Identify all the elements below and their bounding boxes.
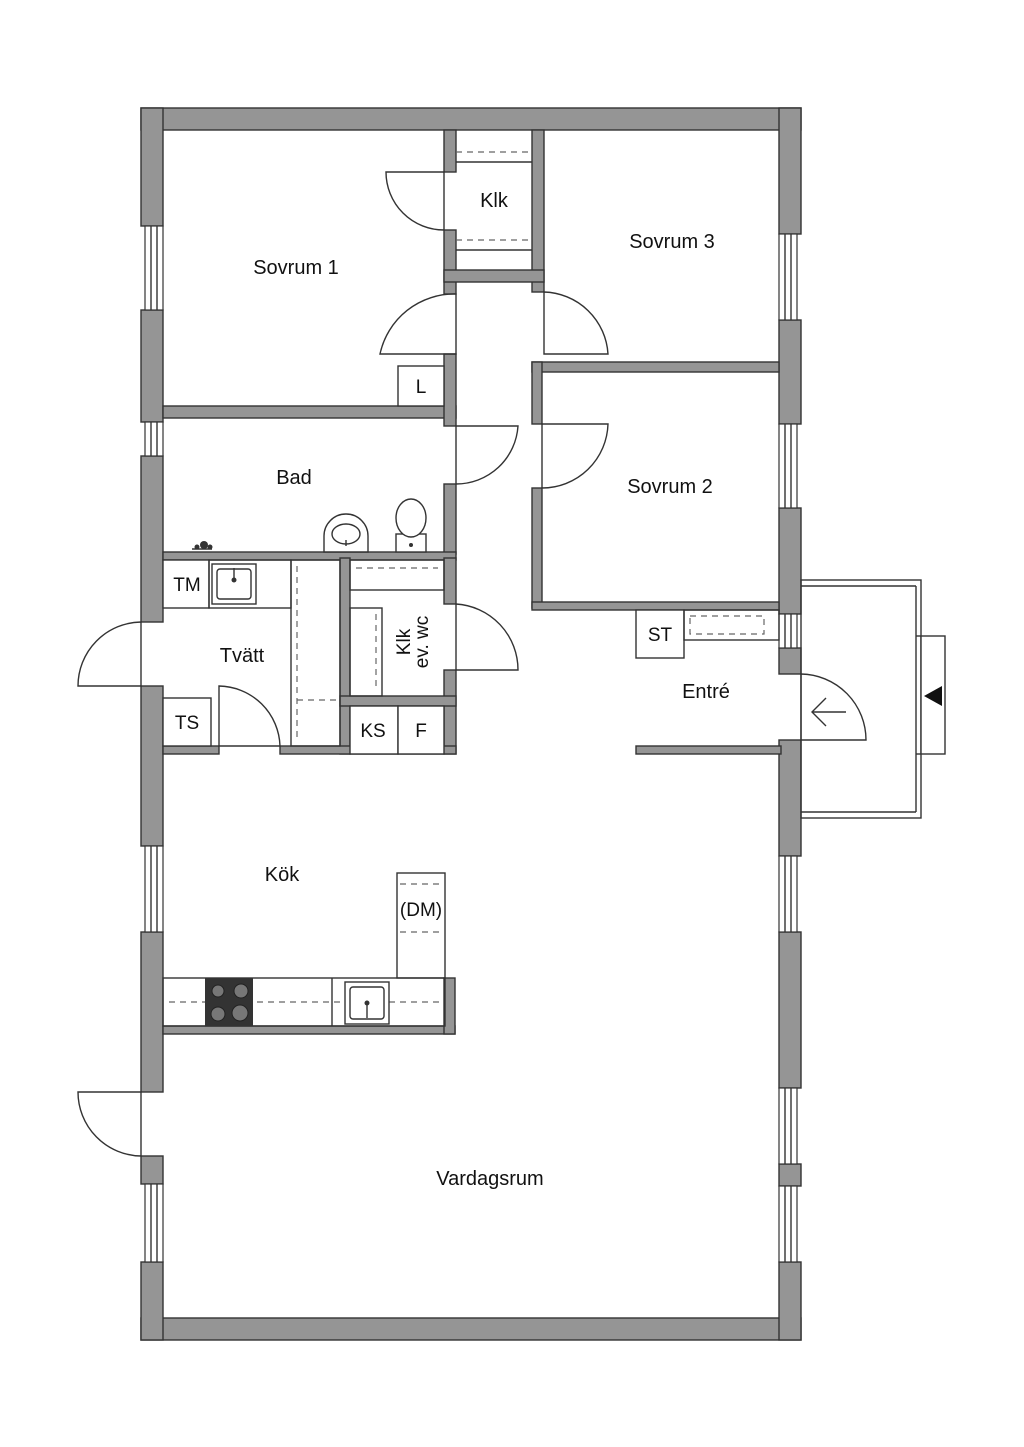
kitchen-counter: [162, 977, 446, 1027]
door-tvatt-interior: [218, 685, 281, 747]
window-vardagsrum-right1: [778, 855, 798, 933]
fixture-label-dm: (DM): [400, 900, 442, 921]
room-label-vardagsrum: Vardagsrum: [436, 1168, 543, 1190]
shoe-storage-st: [635, 609, 685, 659]
toilet-icon: [395, 498, 427, 553]
fixture-label-ks: KS: [360, 721, 385, 742]
window-vardagsrum-right2: [778, 1087, 798, 1165]
window-bad: [144, 421, 164, 457]
room-label-sovrum1: Sovrum 1: [253, 257, 339, 279]
fixture-labels: L TM TS KS F ST (DM): [173, 377, 672, 921]
door-vardagsrum: [77, 1091, 142, 1157]
window-entre: [778, 613, 798, 649]
kitchen-sink-icon: [344, 981, 390, 1025]
door-sovrum3: [543, 291, 609, 355]
window-kok: [144, 845, 164, 933]
bathroom-sink-icon: [323, 513, 369, 553]
cooktop-icon: [205, 978, 253, 1026]
exterior-walls: [140, 107, 802, 1341]
washing-machine: [162, 559, 210, 609]
room-label-klk-wc-line1: Klk: [394, 628, 415, 655]
window-sovrum3: [778, 233, 798, 321]
fixture-label-l: L: [416, 377, 427, 398]
room-labels: Sovrum 1 Klk Sovrum 3 Sovrum 2 Bad Tvätt…: [220, 190, 730, 1190]
door-sovrum2: [541, 423, 609, 489]
fixtures: [162, 151, 780, 1027]
room-label-tvatt: Tvätt: [220, 645, 265, 667]
freezer-f: [397, 705, 445, 755]
room-label-sovrum2: Sovrum 2: [627, 476, 713, 498]
door-klk: [385, 171, 445, 231]
room-label-kok: Kök: [265, 864, 300, 886]
window-sovrum1: [144, 225, 164, 311]
room-label-entre: Entré: [682, 681, 730, 703]
arrow-left-icon: [811, 697, 846, 727]
door-tvatt-exterior: [77, 621, 142, 687]
window-sovrum2: [778, 423, 798, 509]
fixture-label-st: ST: [648, 625, 673, 646]
doors: [77, 171, 867, 1157]
entry-porch: [800, 579, 946, 819]
door-entre: [800, 673, 867, 741]
door-sovrum1: [379, 293, 457, 355]
entrance-arrow-icon: [924, 686, 942, 706]
window-vardagsrum-left: [144, 1183, 164, 1263]
linen-cabinet: [397, 365, 445, 407]
dishwasher-column: [396, 872, 446, 979]
room-label-bad: Bad: [276, 467, 312, 489]
laundry-cabinet: [290, 559, 341, 747]
fixture-label-tm: TM: [173, 575, 200, 596]
tumble-dryer: [162, 697, 212, 747]
room-label-klk-wc-line2: ev. wc: [412, 616, 433, 668]
room-label-sovrum3: Sovrum 3: [629, 231, 715, 253]
shower-mixer-icon: [192, 541, 213, 550]
door-klk-wc: [455, 603, 519, 671]
door-bad: [455, 425, 519, 485]
room-label-klk: Klk: [480, 190, 509, 212]
fixture-label-ts: TS: [175, 713, 199, 734]
fixture-label-f: F: [415, 721, 427, 742]
window-vardagsrum-right3: [778, 1185, 798, 1263]
fridge-freezer-ks: [349, 705, 399, 755]
windows: [144, 225, 798, 1263]
